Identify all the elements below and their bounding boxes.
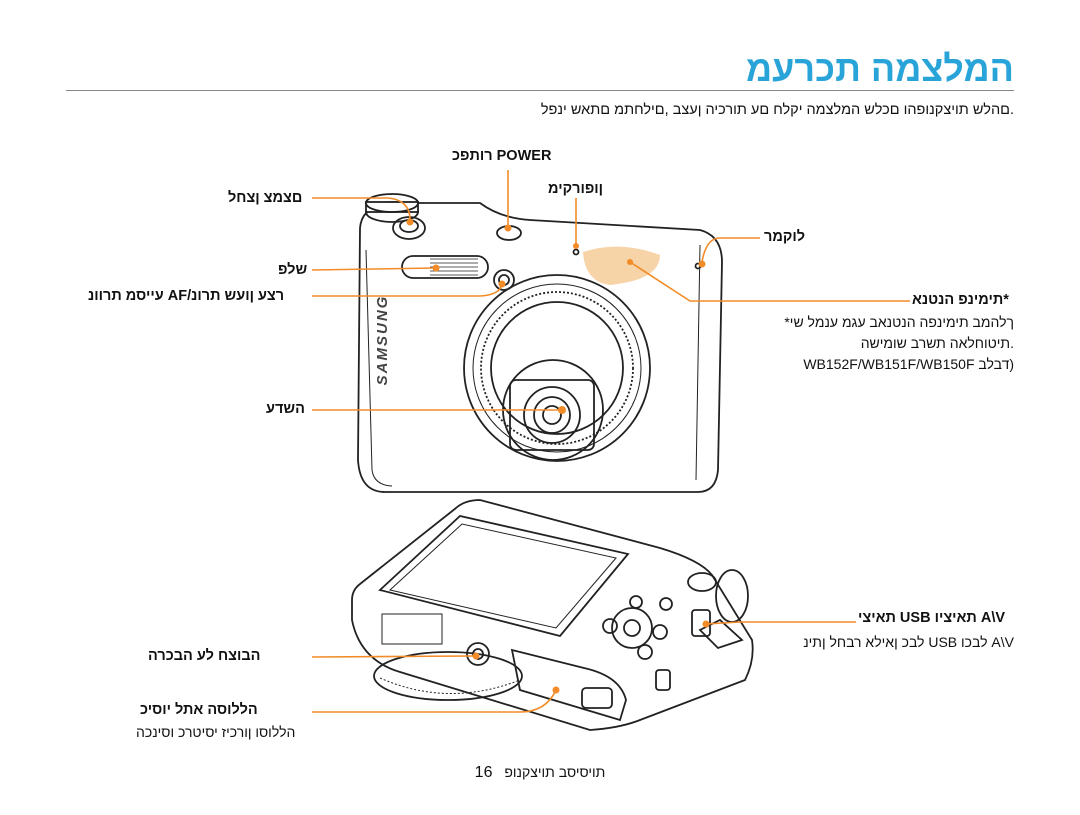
antenna-area: [583, 246, 660, 285]
callout-shutter: [312, 197, 411, 221]
battery-cover: [510, 648, 627, 722]
af-lamp: [493, 269, 515, 291]
callout-speaker: [701, 237, 760, 263]
footer-section: תויסיסב תויצקנופ: [504, 764, 606, 780]
callout-battery: [312, 689, 557, 713]
label-power: POWER רותפכ: [452, 148, 552, 164]
nav-pad: [611, 607, 653, 649]
intro-paragraph: .םהלש תויצקנופהו םכלש המלצמה יקלח םע תור…: [540, 102, 1014, 118]
antenna-note-line-1: ךלהמב תימינפה הנטנאב עגמ ענמל שי*: [784, 314, 1014, 330]
page-title: המלצמה תכרעמ: [746, 48, 1014, 89]
front-camera-body: [357, 202, 723, 493]
lens-window: [509, 379, 595, 451]
label-usb: A\V תאיציו USB תאיצי: [858, 610, 1006, 626]
antenna-note-line-3: (דבלב WB152F/WB151F/WB150F: [803, 356, 1014, 372]
antenna-note-line-2: .תיטוחלאה תשרב שומישה: [860, 335, 1014, 351]
lcd-screen: [378, 515, 630, 638]
dial-side: [715, 569, 749, 623]
callout-tripod: [311, 655, 475, 658]
label-tripod: הבוצח לע הבכרה: [148, 648, 261, 664]
label-microphone: ןופורקימ: [548, 181, 604, 197]
callout-usb: [705, 621, 856, 625]
callout-antenna: [629, 261, 910, 302]
shutter-button-front: [392, 216, 426, 240]
shutter-button-back: [687, 572, 717, 592]
callout-flash: [311, 267, 437, 271]
antenna-note: ךלהמב תימינפה הנטנאב עגמ ענמל שי* .תיטוח…: [784, 312, 1014, 375]
flash-window: [401, 255, 489, 279]
callout-af-lamp: [312, 283, 503, 297]
label-lens: השדע: [266, 401, 305, 417]
label-antenna: *תימינפ הנטנא: [912, 292, 1009, 308]
mic-hole: [572, 248, 580, 256]
page-number: 16: [474, 764, 493, 781]
usb-note: A\V לבכו USB לבכ ןאילא רבחל ןתינ: [803, 634, 1014, 650]
label-flash: שלפ: [278, 262, 308, 278]
brand-logo: SAMSUNG: [374, 295, 391, 386]
label-af-lamp: רצע ןועש תרונ/AF עייסמ תרוונ: [88, 288, 285, 304]
lens-ring-bottom: [373, 651, 523, 701]
label-speaker: לוקמר: [764, 229, 806, 245]
back-camera-body: [351, 499, 754, 731]
label-battery: הללוסה אתל יוסיכ: [140, 702, 258, 718]
label-shutter: םצמצ ןצחל: [228, 190, 303, 206]
battery-latch: [581, 687, 613, 709]
lens-barrel-outer: [463, 274, 651, 462]
page-footer: תויסיסב תויצקנופ 16: [0, 764, 1080, 782]
battery-note: הללוסו ןורכיז יסיטרכ וסינכה: [136, 724, 296, 740]
tripod-mount: [466, 642, 490, 666]
title-divider: [66, 90, 1014, 91]
